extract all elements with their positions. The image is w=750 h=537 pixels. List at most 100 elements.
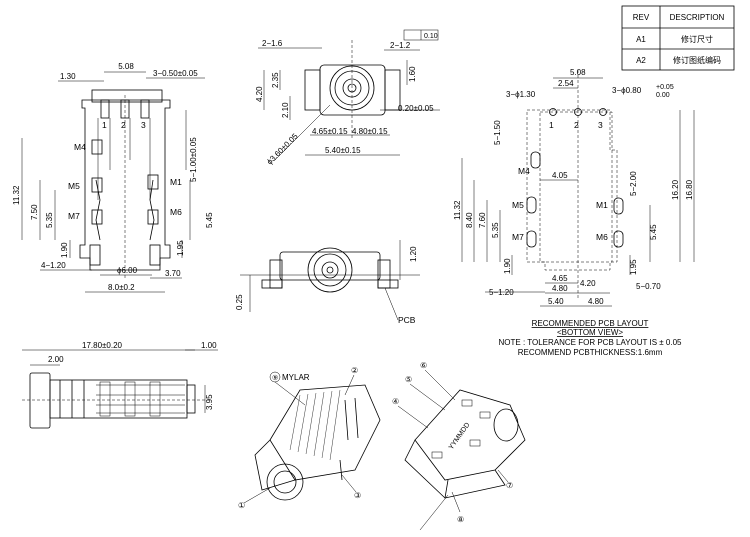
layout-dim-1-90: 1.90	[503, 258, 512, 274]
layout-dim-3-phi-1-30: 3−ϕ1.30	[506, 90, 536, 99]
dim-5-08: 5.08	[118, 62, 134, 71]
revision-table: REV DESCRIPTION A1 修订尺寸 A2 修订图纸编码	[621, 5, 735, 71]
dim-1-95: 1.95	[176, 240, 185, 256]
pcb-label: PCB	[398, 315, 416, 325]
layout-dim-3-phi-0-80: 3−ϕ0.80	[612, 86, 642, 95]
iso1-callout-1: ①	[238, 501, 245, 510]
dim-2-10: 2.10	[281, 102, 290, 118]
rev-a2: A2	[636, 56, 646, 65]
front-pin-3: 3	[141, 120, 146, 130]
dim-4-1-20: 4−1.20	[41, 261, 66, 270]
iso1-callout-2: ②	[351, 366, 358, 375]
dim-2-35: 2.35	[271, 72, 280, 88]
layout-label-m5: M5	[512, 200, 524, 210]
dim-11-32: 11.32	[12, 185, 21, 205]
layout-dim-5-45: 5.45	[649, 224, 658, 240]
dim-phi-3-60: ϕ3.60±0.05	[265, 131, 300, 166]
dim-3-95: 3.95	[205, 394, 214, 410]
iso2-callout-7: ⑦	[506, 481, 513, 490]
layout-label-m7: M7	[512, 232, 524, 242]
front-label-m7: M7	[68, 211, 80, 221]
layout-dim-5-0-70: 5−0.70	[636, 282, 661, 291]
layout-tol-plus: +0.05	[656, 84, 674, 91]
front-pin-2: 2	[121, 120, 126, 130]
iso-view-1: ⑨ MYLAR ② ① ③	[238, 366, 381, 510]
front-pin-1: 1	[102, 120, 107, 130]
layout-dim-4-80-a: 4.80	[552, 284, 568, 293]
layout-subtitle: <BOTTOM VIEW>	[557, 328, 623, 337]
dim-1-30: 1.30	[60, 72, 76, 81]
iso2-callout-8: ⑧	[457, 515, 464, 524]
layout-dim-5-35: 5.35	[491, 222, 500, 238]
layout-dim-2-54: 2.54	[558, 79, 574, 88]
pcb-layout-view: 5.08 2.54 3−ϕ1.30 3−ϕ0.80 +0.05 0.00 5−1…	[453, 68, 695, 357]
layout-dim-5-1-20: 5−1.20	[489, 288, 514, 297]
dim-4-80: 4.80±0.15	[352, 127, 388, 136]
layout-tol-zero: 0.00	[656, 92, 670, 99]
desc-a2: 修订图纸编码	[673, 55, 721, 65]
dim-5-40: 5.40±0.15	[325, 146, 361, 155]
front-view: 5.08 1.30 3−0.50±0.05 5−1.00±0.05 11.32 …	[12, 62, 214, 293]
dim-1-20-pcb: 1.20	[409, 246, 418, 262]
dim-2-1-2: 2−1.2	[390, 41, 411, 50]
layout-dim-4-20: 4.20	[580, 279, 596, 288]
layout-dim-16-20: 16.20	[671, 179, 680, 200]
layout-note-thickness: RECOMMEND PCBTHICKNESS:1.6mm	[518, 348, 663, 357]
dim-17-80: 17.80±0.20	[82, 341, 123, 350]
dim-2-1-6: 2−1.6	[262, 39, 283, 48]
dim-phi-6-00: ϕ6.00	[117, 266, 138, 275]
layout-note-tolerance: NOTE : TOLERANCE FOR PCB LAYOUT IS ± 0.0…	[499, 338, 683, 347]
front-label-m6: M6	[170, 207, 182, 217]
dim-3-70: 3.70	[165, 269, 181, 278]
layout-dim-11-32: 11.32	[453, 200, 462, 220]
layout-dim-4-80-b: 4.80	[588, 297, 604, 306]
iso2-marking: YYMMDD	[448, 422, 472, 452]
layout-dim-1-95: 1.95	[629, 259, 638, 275]
front-label-m5: M5	[68, 181, 80, 191]
dim-5-1-00: 5−1.00±0.05	[189, 137, 198, 182]
front-label-m1: M1	[170, 177, 182, 187]
dim-1-00: 1.00	[201, 341, 217, 350]
layout-dim-5-08: 5.08	[570, 68, 586, 77]
rev-header: REV	[633, 13, 650, 22]
iso-view-2: YYMMDD ⑥ ⑤ ④ ⑦ ⑧	[392, 361, 526, 531]
side-view: 0.10 2−1.6 2−1.2 4.20 2.35 1.60 2.10 0.2…	[255, 29, 440, 166]
layout-dim-16-80: 16.80	[685, 179, 694, 200]
dim-5-35: 5.35	[45, 212, 54, 228]
iso1-mylar: MYLAR	[282, 373, 310, 382]
description-header: DESCRIPTION	[670, 13, 725, 22]
iso1-callout-3: ③	[354, 491, 361, 500]
dim-5-45: 5.45	[205, 212, 214, 228]
layout-label-m4: M4	[518, 166, 530, 176]
dim-4-20: 4.20	[255, 86, 264, 102]
layout-label-m1: M1	[596, 200, 608, 210]
layout-dim-8-40: 8.40	[465, 212, 474, 228]
dim-8-0: 8.0±0.2	[108, 283, 135, 292]
dim-0-25: 0.25	[235, 294, 244, 310]
iso1-callout-9: ⑨	[272, 374, 278, 382]
layout-pin-2: 2	[574, 120, 579, 130]
iso2-callout-4: ④	[392, 397, 399, 406]
desc-a1: 修订尺寸	[681, 34, 713, 44]
layout-dim-5-1-50: 5−1.50	[493, 120, 502, 145]
layout-dim-4-05: 4.05	[552, 171, 568, 180]
layout-title: RECOMMENDED PCB LAYOUT	[532, 319, 649, 328]
dim-3-0-50: 3−0.50±0.05	[153, 69, 198, 78]
bottom-view: 17.80±0.20 2.00 1.00 3.95	[22, 341, 218, 429]
dim-4-65: 4.65±0.15	[312, 127, 348, 136]
layout-dim-5-40: 5.40	[548, 297, 564, 306]
dim-7-50: 7.50	[30, 204, 39, 220]
layout-label-m6: M6	[596, 232, 608, 242]
iso2-callout-5: ⑤	[405, 375, 412, 384]
dim-0-20: 0.20±0.05	[398, 104, 434, 113]
layout-dim-5-2-00: 5−2.00	[629, 171, 638, 196]
flatness-tolerance: 0.10	[424, 33, 438, 40]
layout-pin-3: 3	[598, 120, 603, 130]
layout-dim-4-65: 4.65	[552, 274, 568, 283]
iso2-callout-6: ⑥	[420, 361, 427, 370]
dim-1-90: 1.90	[60, 242, 69, 258]
layout-dim-7-60: 7.60	[478, 212, 487, 228]
front-label-m4: M4	[74, 142, 86, 152]
pcb-view: 1.20 0.25 PCB	[235, 240, 420, 325]
